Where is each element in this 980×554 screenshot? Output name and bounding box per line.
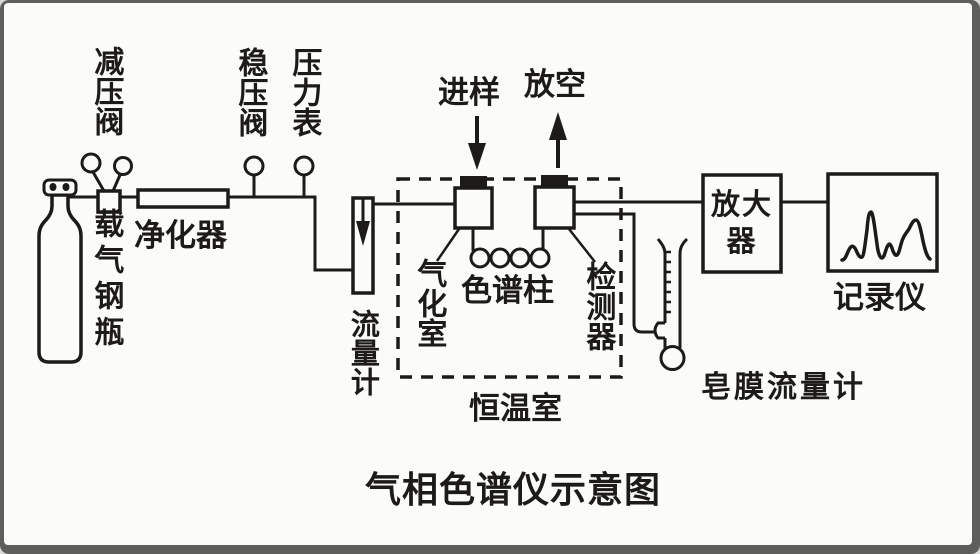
label-carrier-cylinder: 载气钢瓶: [89, 208, 123, 352]
stabilizing-valve-shape: [243, 155, 265, 177]
label-injection-port: 进样: [438, 75, 500, 110]
label-stabilizing-valve: 稳压阀: [233, 47, 267, 137]
gas-cylinder-shape: [37, 178, 83, 364]
recorder-box-shape: [826, 172, 939, 273]
label-vaporizer: 气化室: [412, 258, 446, 348]
flow-meter-down-arrow-icon: [356, 221, 370, 246]
burette-side-inlet: [653, 321, 665, 340]
cylinder-cap-dot: [62, 183, 70, 191]
cylinder-cap: [42, 178, 78, 197]
pipe-lines: [64, 173, 830, 334]
valve-body: [96, 189, 122, 214]
label-pressure-gauge: 压力表: [287, 47, 321, 137]
valve-handle-left: [80, 152, 102, 174]
label-leader-lines: [435, 228, 596, 263]
injector-body: [453, 186, 494, 230]
vent-arrow-icon: [549, 112, 567, 168]
burette-graduation-ticks: [665, 250, 671, 314]
column-feed-lines: [471, 228, 545, 251]
burette-bulb: [659, 345, 686, 371]
label-amplifier: 放大器: [710, 189, 773, 258]
label-reducing-valve: 减压阀: [89, 46, 123, 136]
detector-body: [533, 185, 576, 230]
valve-stalks: [91, 171, 122, 192]
vent-arrow-head: [549, 112, 567, 140]
vaporizer-shape: [453, 176, 494, 230]
detector-cap: [541, 175, 568, 188]
column-loop: [489, 247, 511, 269]
label-flow-meter: 流量计: [346, 309, 379, 396]
diagram-canvas: 减压阀 稳压阀 压力表 载气钢瓶 净化器 流量计 进样 放空 气化室 色谱柱 检…: [4, 3, 972, 545]
detector-outlet-pipe: [572, 212, 656, 334]
chromatogram-trace-icon: [840, 210, 932, 262]
label-detector: 检测器: [581, 261, 615, 351]
diagram-world: 减压阀 稳压阀 压力表 载气钢瓶 净化器 流量计 进样 放空 气化室 色谱柱 检…: [4, 3, 972, 545]
injector-septum-cap: [460, 176, 487, 189]
label-soap-film-flow-meter: 皂膜流量计: [701, 371, 866, 404]
label-purifier: 净化器: [134, 218, 227, 253]
column-loop: [509, 247, 531, 269]
cylinder-cap-dot: [49, 183, 57, 191]
label-vent: 放空: [524, 67, 586, 102]
reducing-valve-shape: [80, 152, 133, 214]
diagram-title: 气相色谱仪示意图: [365, 469, 662, 510]
detector-shape: [533, 175, 576, 230]
gauge-stems: [252, 173, 306, 199]
column-loop: [529, 247, 551, 269]
soap-film-meter-shape: [653, 237, 689, 371]
burette-left-wall: [656, 238, 667, 349]
cylinder-body: [37, 193, 83, 364]
column-loop: [469, 247, 491, 269]
flow-meter-shape: [351, 196, 375, 295]
column-coil-shape: [469, 228, 551, 269]
purifier-shape: [136, 188, 230, 209]
oven-dashed-box: [396, 177, 623, 379]
diagram-artwork: [37, 112, 939, 379]
burette-right-wall: [678, 237, 689, 348]
pressure-gauge-shape: [293, 155, 315, 177]
label-recorder: 记录仪: [833, 280, 926, 315]
injection-arrow-icon: [468, 116, 486, 170]
amplifier-box-shape: [701, 173, 783, 274]
label-column: 色谱柱: [461, 273, 554, 308]
label-oven: 恒温室: [469, 391, 562, 426]
valve-handle-right: [113, 156, 133, 176]
injection-arrow-head: [468, 143, 486, 170]
